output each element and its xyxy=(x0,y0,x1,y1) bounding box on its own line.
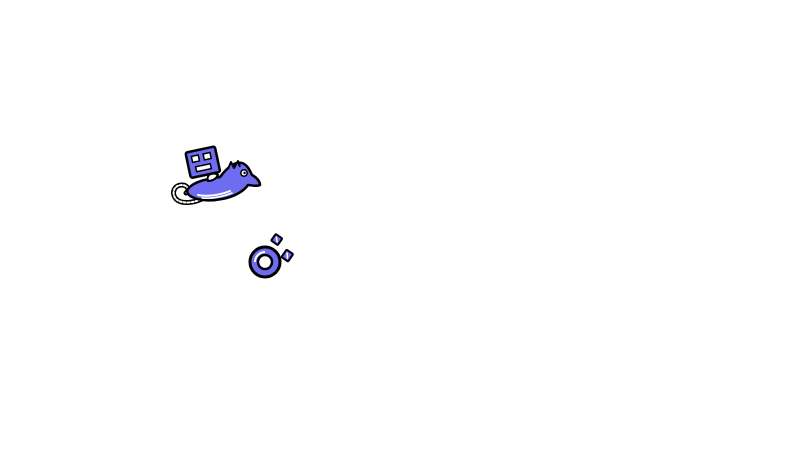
cube-riding-seahorse-ship-icon xyxy=(171,145,262,205)
seahorse-ship-icon xyxy=(171,160,262,205)
cube-icon xyxy=(184,145,222,179)
ring-portal-icon xyxy=(248,233,294,279)
